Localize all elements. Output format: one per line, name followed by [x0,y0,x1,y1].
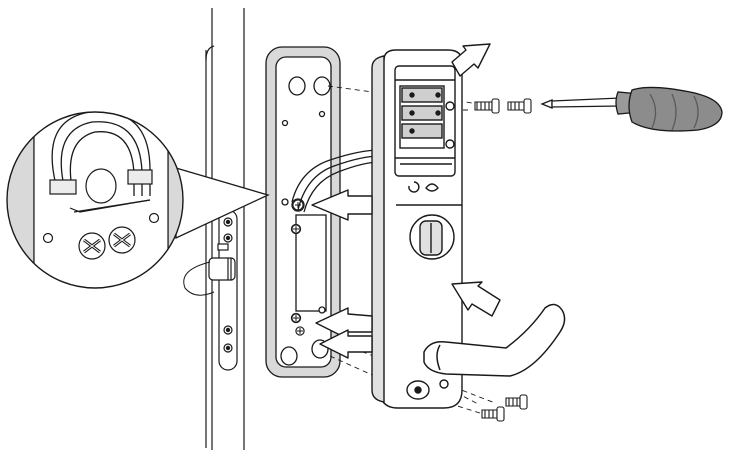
screw-top-1 [474,98,500,114]
arrow-handle [451,281,501,317]
cable-bundle [291,149,381,213]
lever-handle [423,303,566,377]
magnified-callout [6,111,184,289]
screwdriver-tip [540,99,553,109]
arrow-top [451,43,491,77]
arrow-cable-route [311,189,373,221]
reset-button-icon [408,181,420,193]
screwdriver-shaft [551,97,621,108]
direction-arrows [311,43,501,359]
screw-top-2 [507,98,532,114]
side-screws [474,98,532,422]
battery-compartment [401,87,443,139]
arrow-lower-left [315,307,373,339]
door-faceplate [208,209,238,371]
lock-body [371,49,463,409]
screw-bottom-1 [505,394,528,410]
screw-bottom-2 [481,406,505,422]
callout-screws [78,226,136,260]
arrow-bottom-mount [319,329,373,359]
mounting-plate [265,46,341,378]
door-edge [205,8,245,450]
door-bore-outline [183,261,215,296]
key-symbol-icon [425,183,439,192]
thumb-turn [409,214,455,260]
screwdriver [540,86,723,132]
